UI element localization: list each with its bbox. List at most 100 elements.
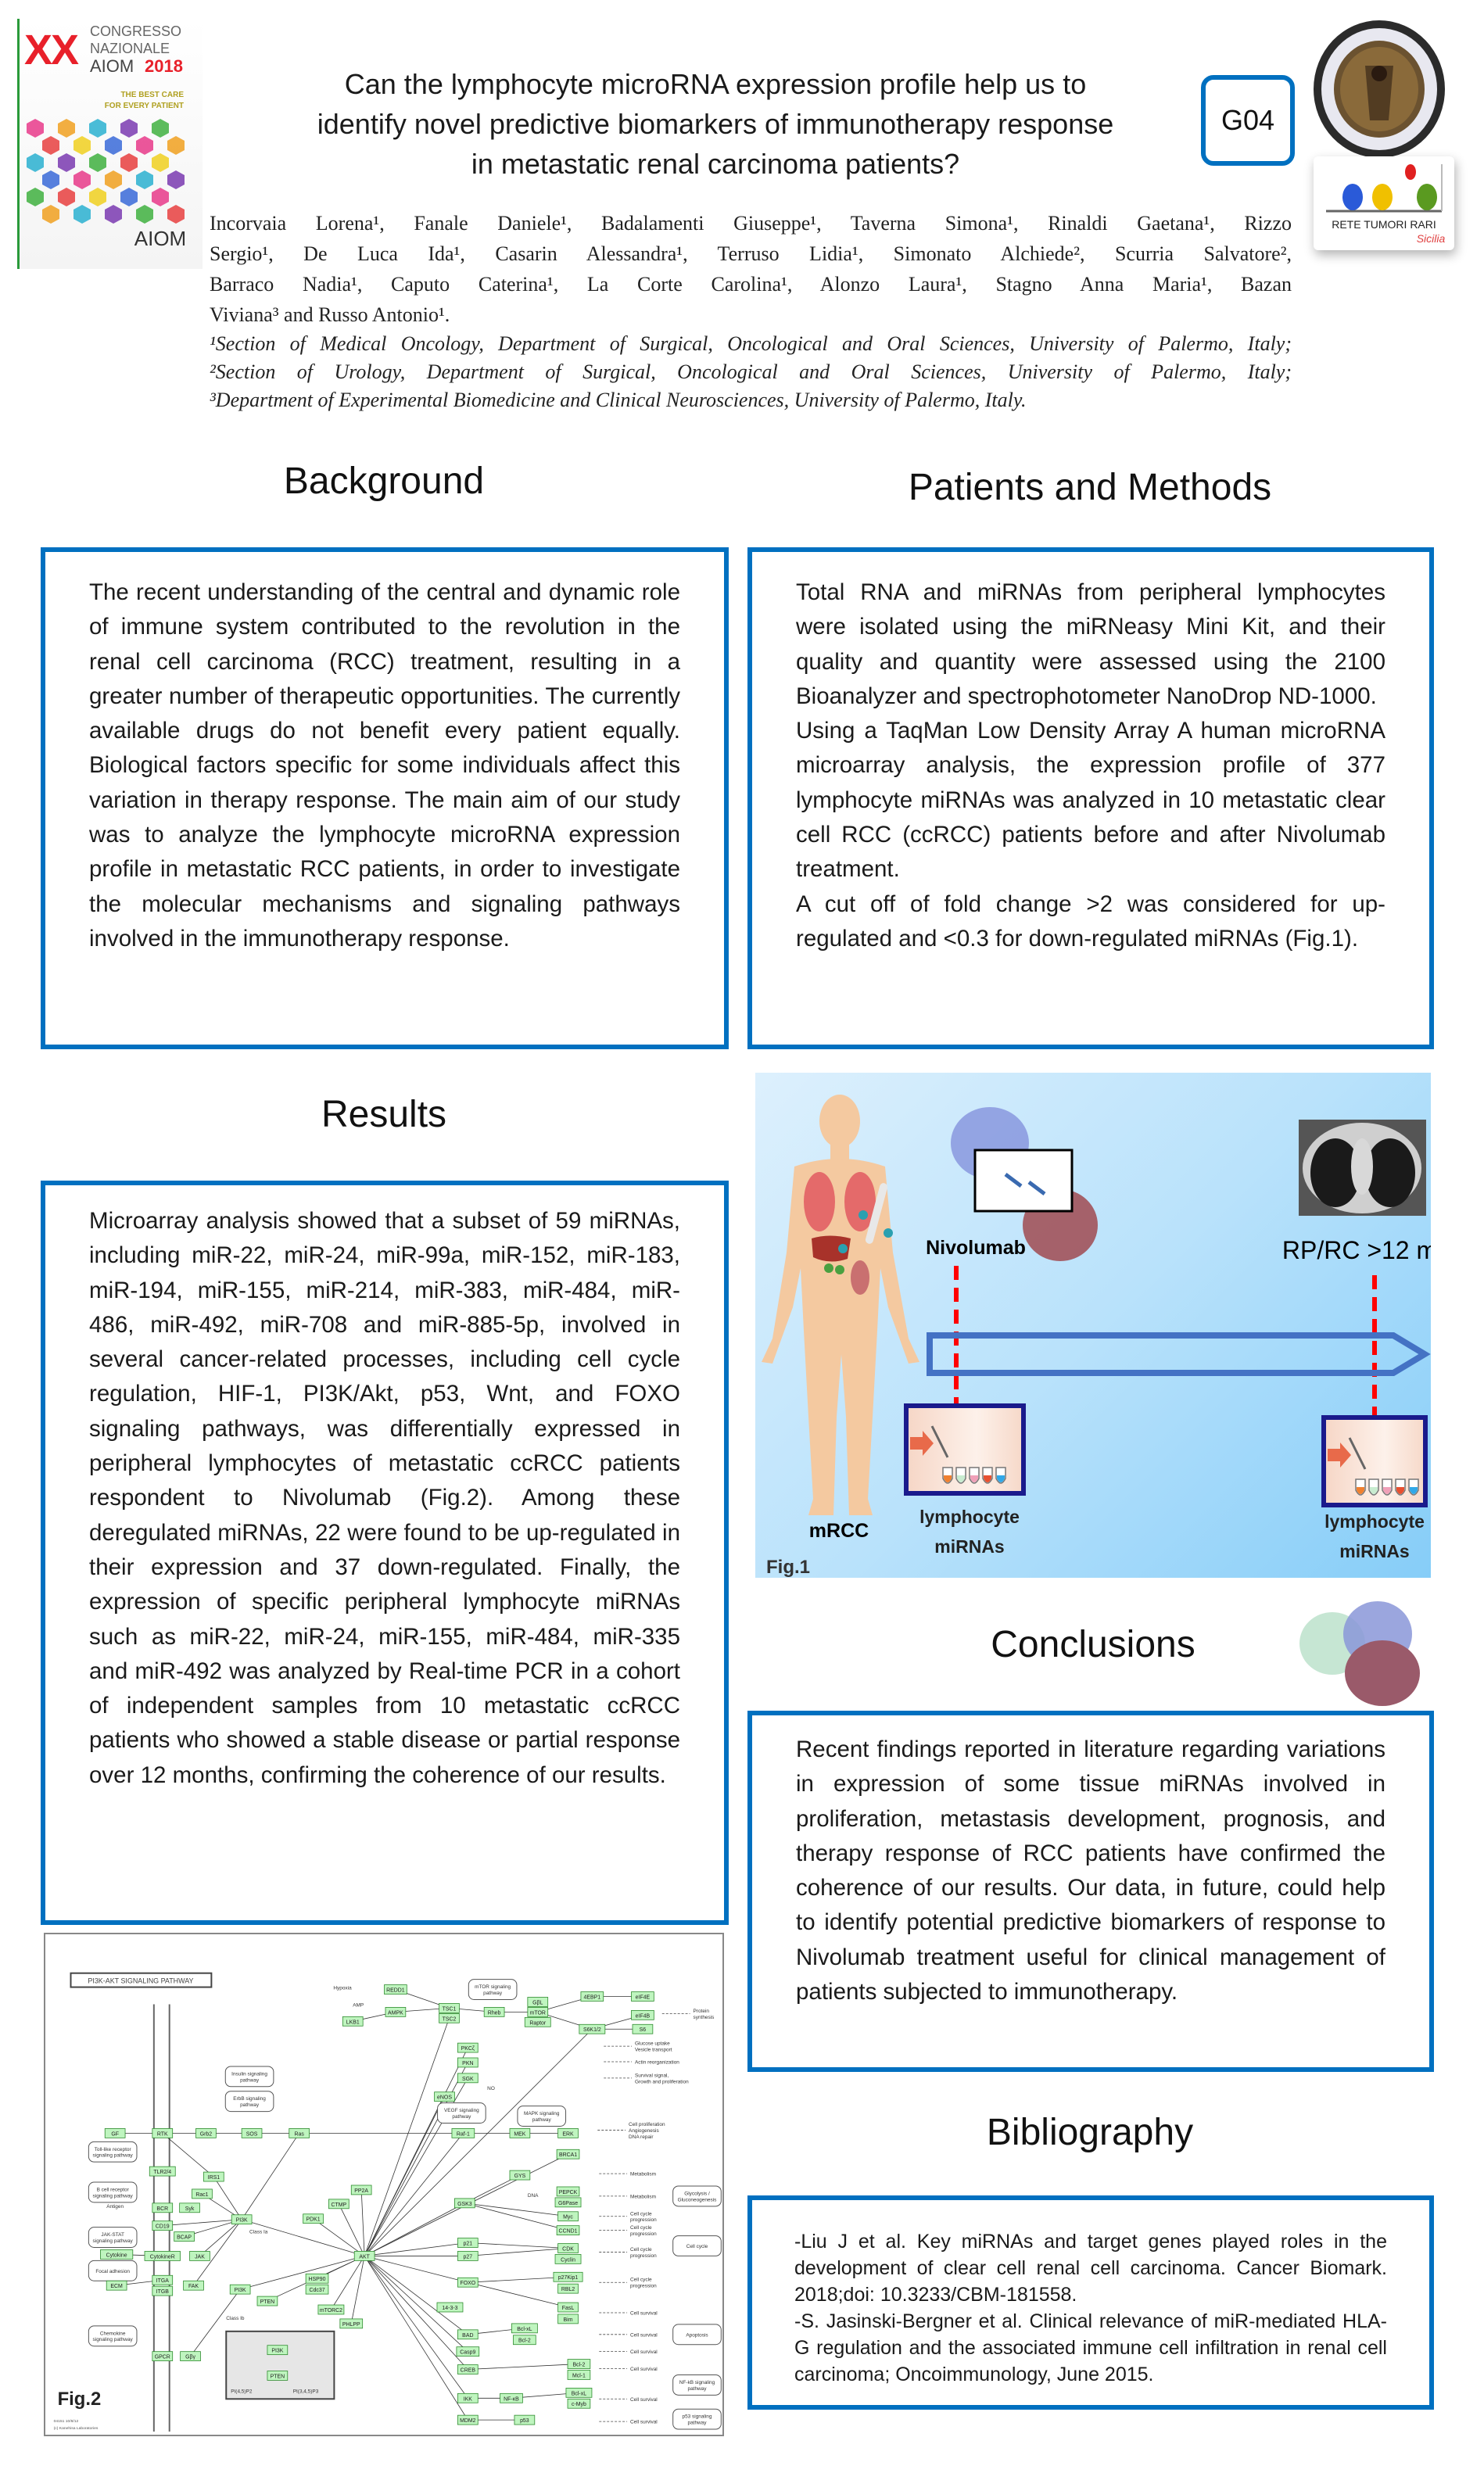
pathway-node: 4EBP1	[580, 1991, 604, 2002]
svg-text:TSC1: TSC1	[443, 2006, 457, 2012]
pathway-node: c-Myb	[567, 2398, 591, 2409]
pathway-edge	[162, 2219, 242, 2227]
pathway-node: S6	[632, 2023, 654, 2034]
pathway-edge	[364, 2133, 464, 2256]
pathway-title: PI3K-AKT SIGNALING PATHWAY	[88, 1977, 193, 1985]
affiliation: ³Department of Experimental Biomedicine …	[210, 389, 1027, 411]
svg-text:CREB: CREB	[461, 2368, 476, 2374]
svg-text:PHLPP: PHLPP	[342, 2322, 360, 2328]
svg-text:Bcl-2: Bcl-2	[573, 2363, 586, 2368]
author-line: Barraco Nadia¹, Caputo Caterina¹, La Cor…	[210, 273, 1292, 296]
logo-hexagon	[73, 205, 91, 224]
pathway-small-label: Hypoxia	[333, 1986, 352, 1991]
svg-text:progression: progression	[630, 2231, 657, 2237]
pathway-small-label: Antigen	[106, 2204, 124, 2210]
poster-code-badge: G04	[1201, 75, 1295, 166]
svg-text:MEK: MEK	[514, 2131, 525, 2137]
svg-text:Cell cycle: Cell cycle	[630, 2211, 652, 2217]
svg-text:CCND1: CCND1	[559, 2229, 578, 2235]
logo-hexagon	[167, 170, 185, 189]
sample-label-before: lymphocyte	[919, 1507, 1020, 1527]
title-line: in metastatic renal carcinoma patients?	[471, 148, 960, 180]
svg-text:HSP90: HSP90	[309, 2277, 326, 2282]
logo-hexagon	[42, 205, 59, 224]
pathway-node: AKT	[353, 2251, 375, 2261]
pathway-edge	[190, 2288, 241, 2357]
logo-tagline2: FOR EVERY PATIENT	[105, 102, 184, 110]
pathway-node: p21	[457, 2238, 479, 2248]
pathway-node: p27	[457, 2251, 479, 2261]
sample-box-after	[1321, 1415, 1428, 1507]
linked-pathway-box: Focal adhesion	[88, 2260, 138, 2281]
logo-line2: NAZIONALE	[90, 41, 170, 56]
logo-hexagon	[27, 188, 44, 206]
logo-hexagon	[58, 119, 75, 138]
logo-hexagon	[73, 170, 91, 189]
logo-hexagon	[136, 136, 153, 155]
pathway-node: ITGA	[152, 2274, 174, 2285]
pathway-edge	[468, 2242, 568, 2249]
svg-text:Survival signal,: Survival signal,	[635, 2073, 669, 2078]
pathway-edge	[464, 2202, 568, 2231]
pathway-small-label: AMP	[353, 2002, 364, 2008]
svg-text:mTORC2: mTORC2	[320, 2308, 342, 2314]
svg-text:IKK: IKK	[464, 2396, 473, 2402]
svg-text:eNOS: eNOS	[437, 2095, 452, 2101]
sample-box-before	[904, 1403, 1026, 1496]
svg-text:pathway: pathway	[483, 1991, 503, 1996]
conclusions-box: Recent findings reported in literature r…	[747, 1711, 1434, 2072]
pathway-node: Bcl-xL	[565, 2387, 593, 2398]
methods-heading: Patients and Methods	[908, 467, 1272, 508]
svg-text:Raptor: Raptor	[529, 2020, 547, 2026]
pathway-node: SGK	[457, 2073, 479, 2084]
svg-text:eIF4B: eIF4B	[636, 2013, 651, 2019]
pathway-edge	[199, 2219, 242, 2256]
logo-hexagon	[136, 170, 153, 189]
pathway-node: CREB	[457, 2364, 479, 2374]
bibliography-entry: -S. Jasinski-Bergner et al. Clinical rel…	[794, 2310, 1387, 2385]
pathway-node: RBL2	[557, 2283, 579, 2294]
svg-text:NF-kB signaling: NF-kB signaling	[679, 2380, 715, 2385]
svg-text:Gβγ: Gβγ	[185, 2355, 195, 2360]
svg-text:Bcl-xL: Bcl-xL	[572, 2391, 586, 2396]
svg-text:Cell cycle: Cell cycle	[630, 2247, 652, 2253]
svg-text:Grb2: Grb2	[200, 2131, 213, 2137]
svg-text:RTK: RTK	[157, 2131, 168, 2137]
svg-text:Growth and proliferation: Growth and proliferation	[635, 2079, 689, 2084]
svg-text:S6: S6	[640, 2027, 647, 2033]
logo-hexagon	[89, 188, 106, 206]
svg-text:pathway: pathway	[240, 2077, 260, 2083]
svg-text:CD19: CD19	[156, 2224, 170, 2230]
svg-text:PTEN: PTEN	[260, 2299, 275, 2305]
pathway-node: CD19	[152, 2220, 174, 2231]
pathway-outcome: Cell survival	[599, 2310, 658, 2316]
svg-text:Cell survival: Cell survival	[630, 2310, 658, 2316]
pathway-node: Bim	[557, 2314, 579, 2324]
pathway-footer-2: (c) Kanehisa Laboratories	[54, 2426, 99, 2431]
pathway-outcome: Cell survival	[599, 2420, 658, 2425]
svg-text:CDK: CDK	[562, 2246, 574, 2252]
svg-text:G6Pase: G6Pase	[558, 2201, 578, 2206]
svg-text:signaling pathway: signaling pathway	[93, 2337, 134, 2342]
svg-text:14-3-3: 14-3-3	[442, 2306, 457, 2311]
svg-text:Rheb: Rheb	[488, 2010, 501, 2016]
pathway-node: GYS	[509, 2170, 531, 2181]
svg-text:Bcl-2: Bcl-2	[518, 2339, 531, 2344]
pathway-node: eNOS	[434, 2091, 455, 2102]
pathway-edge	[162, 2133, 214, 2177]
svg-text:Cell survival: Cell survival	[630, 2397, 658, 2403]
pathway-node: ERK	[557, 2128, 579, 2138]
pathway-node: REDD1	[384, 1984, 407, 1995]
pathway-node: Bcl-2	[567, 2359, 591, 2369]
pathway-edge	[364, 2242, 468, 2256]
svg-text:Cytokine: Cytokine	[106, 2253, 127, 2258]
svg-text:Rac1: Rac1	[195, 2192, 208, 2198]
svg-text:PP2A: PP2A	[354, 2188, 368, 2194]
svg-text:pathway: pathway	[240, 2102, 260, 2108]
svg-text:AKT: AKT	[359, 2254, 370, 2260]
svg-text:JAK: JAK	[195, 2254, 205, 2260]
pathway-node: Myc	[557, 2211, 579, 2222]
